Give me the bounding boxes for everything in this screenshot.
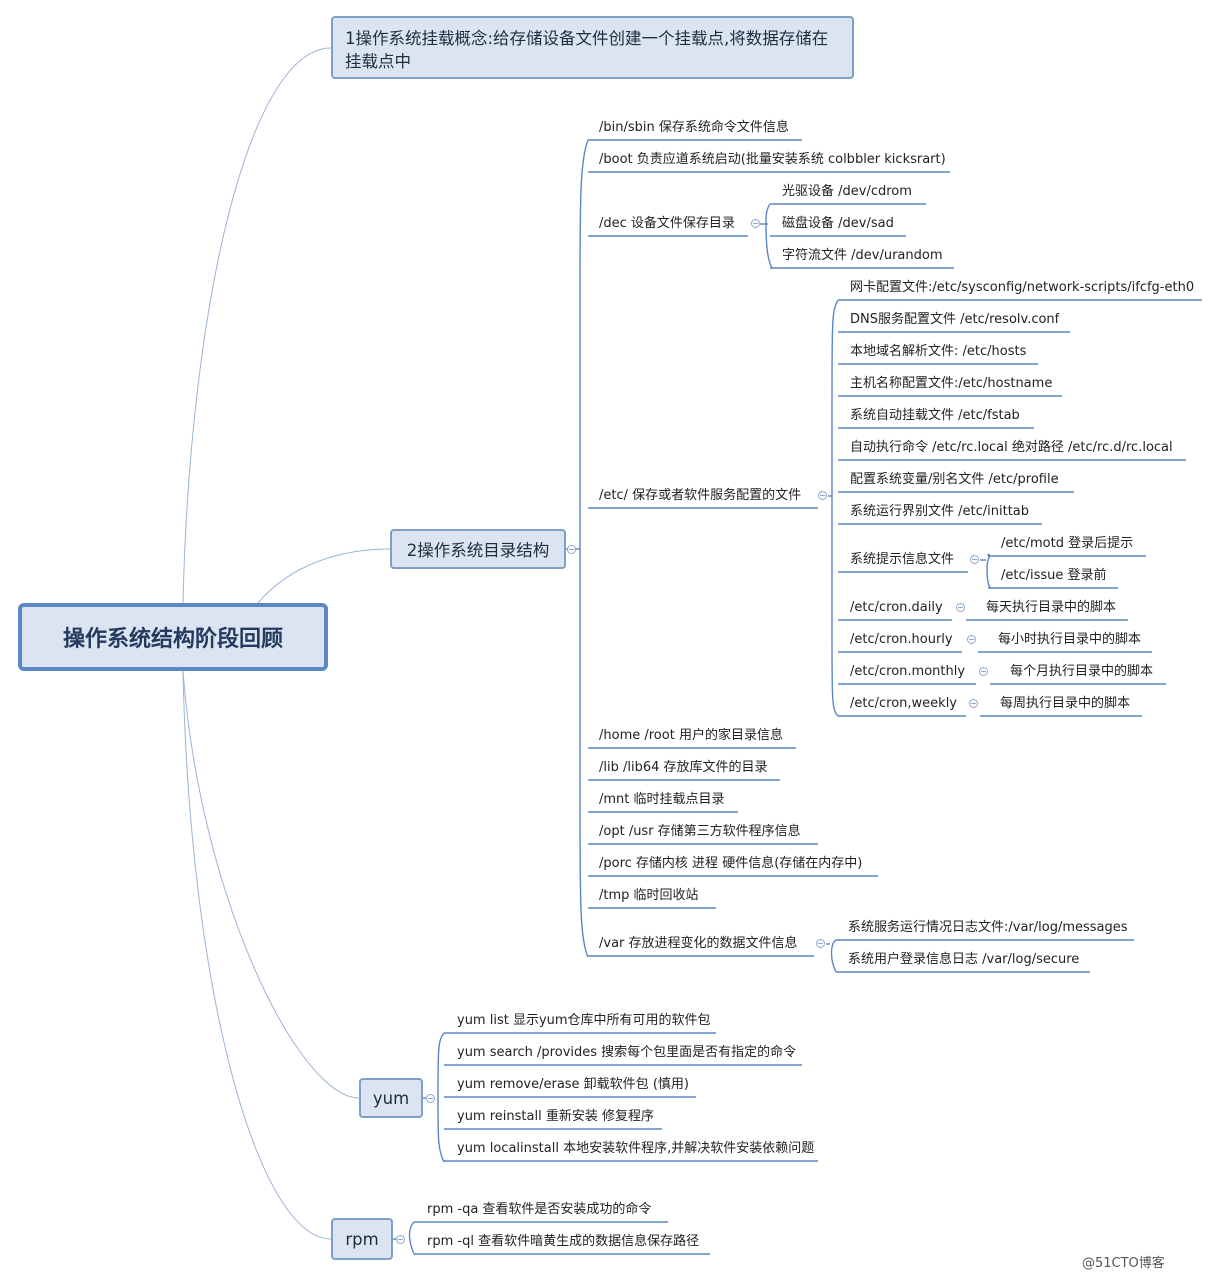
topic-rpm-title: rpm <box>345 1229 379 1249</box>
node-cron-monthly-desc[interactable]: 每个月执行目录中的脚本 <box>1010 664 1154 679</box>
node-cron-weekly-desc[interactable]: 每周执行目录中的脚本 <box>1000 696 1131 711</box>
node-etc-fstab[interactable]: 系统自动挂载文件 /etc/fstab <box>850 408 1020 423</box>
node-mnt[interactable]: /mnt 临时挂载点目录 <box>599 792 725 807</box>
root-title: 操作系统结构阶段回顾 <box>62 627 283 652</box>
node-cron-weekly[interactable]: /etc/cron,weekly <box>850 696 957 711</box>
topic-mount-concept-text: 1操作系统挂载概念:给存储设备文件创建一个挂载点,将数据存储在挂载点中 <box>345 29 829 71</box>
collapse-icon[interactable] <box>396 1235 405 1244</box>
node-cron-hourly[interactable]: /etc/cron.hourly <box>850 632 953 647</box>
node-dev-sad[interactable]: 磁盘设备 /dev/sad <box>782 216 894 231</box>
topic-directory-structure[interactable]: 2操作系统目录结构 <box>390 529 566 569</box>
collapse-icon[interactable] <box>970 555 979 564</box>
topic-rpm[interactable]: rpm <box>331 1218 393 1260</box>
collapse-icon[interactable] <box>567 545 576 554</box>
node-etc-rclocal[interactable]: 自动执行命令 /etc/rc.local 绝对路径 /etc/rc.d/rc.l… <box>850 440 1173 455</box>
root-topic[interactable]: 操作系统结构阶段回顾 <box>18 603 328 671</box>
node-dev[interactable]: /dec 设备文件保存目录 <box>599 216 735 231</box>
node-opt[interactable]: /opt /usr 存储第三方软件程序信息 <box>599 824 801 839</box>
watermark: @51CTO博客 <box>1082 1256 1165 1271</box>
node-etc-ifcfg[interactable]: 网卡配置文件:/etc/sysconfig/network-scripts/if… <box>850 280 1195 295</box>
topic-directory-structure-title: 2操作系统目录结构 <box>406 541 550 560</box>
node-etc-motd[interactable]: /etc/motd 登录后提示 <box>1001 536 1134 551</box>
node-yum-list[interactable]: yum list 显示yum仓库中所有可用的软件包 <box>457 1013 711 1028</box>
collapse-icon[interactable] <box>967 635 976 644</box>
node-tmp[interactable]: /tmp 临时回收站 <box>599 888 699 903</box>
node-var-messages[interactable]: 系统服务运行情况日志文件:/var/log/messages <box>848 920 1128 935</box>
collapse-icon[interactable] <box>426 1094 435 1103</box>
topic-mount-concept[interactable]: 1操作系统挂载概念:给存储设备文件创建一个挂载点,将数据存储在挂载点中 <box>331 16 854 79</box>
node-etc-resolv[interactable]: DNS服务配置文件 /etc/resolv.conf <box>850 312 1060 327</box>
node-yum-localinstall[interactable]: yum localinstall 本地安装软件程序,并解决软件安装依赖问题 <box>457 1141 815 1156</box>
node-etc-profile[interactable]: 配置系统变量/别名文件 /etc/profile <box>850 472 1059 487</box>
topic-yum[interactable]: yum <box>359 1078 423 1118</box>
node-rpm-qa[interactable]: rpm -qa 查看软件是否安装成功的命令 <box>427 1202 652 1217</box>
node-var[interactable]: /var 存放进程变化的数据文件信息 <box>599 936 798 951</box>
node-bin[interactable]: /bin/sbin 保存系统命令文件信息 <box>599 120 789 135</box>
node-etc-inittab[interactable]: 系统运行界别文件 /etc/inittab <box>850 504 1030 519</box>
node-etc-notice[interactable]: 系统提示信息文件 <box>850 552 955 567</box>
node-rpm-ql[interactable]: rpm -ql 查看软件暗黄生成的数据信息保存路径 <box>427 1234 700 1249</box>
node-etc-hostname[interactable]: 主机名称配置文件:/etc/hostname <box>850 376 1053 391</box>
node-home[interactable]: /home /root 用户的家目录信息 <box>599 728 783 743</box>
node-etc[interactable]: /etc/ 保存或者软件服务配置的文件 <box>599 488 802 503</box>
collapse-icon[interactable] <box>956 603 965 612</box>
collapse-icon[interactable] <box>751 219 760 228</box>
node-yum-search[interactable]: yum search /provides 搜索每个包里面是否有指定的命令 <box>457 1045 797 1060</box>
node-var-secure[interactable]: 系统用户登录信息日志 /var/log/secure <box>848 952 1080 967</box>
topic-yum-title: yum <box>372 1088 410 1108</box>
node-cron-hourly-desc[interactable]: 每小时执行目录中的脚本 <box>998 632 1142 647</box>
node-proc[interactable]: /porc 存储内核 进程 硬件信息(存储在内存中) <box>599 856 863 871</box>
collapse-icon[interactable] <box>816 939 825 948</box>
node-etc-issue[interactable]: /etc/issue 登录前 <box>1001 568 1107 583</box>
node-dev-cdrom[interactable]: 光驱设备 /dev/cdrom <box>782 184 912 199</box>
node-etc-hosts[interactable]: 本地域名解析文件: /etc/hosts <box>850 344 1027 359</box>
node-cron-monthly[interactable]: /etc/cron.monthly <box>850 664 966 679</box>
node-cron-daily[interactable]: /etc/cron.daily <box>850 600 943 615</box>
collapse-icon[interactable] <box>818 491 827 500</box>
node-yum-remove[interactable]: yum remove/erase 卸载软件包 (慎用) <box>457 1077 689 1092</box>
node-dev-urandom[interactable]: 字符流文件 /dev/urandom <box>782 248 943 263</box>
node-cron-daily-desc[interactable]: 每天执行目录中的脚本 <box>986 600 1117 615</box>
collapse-icon[interactable] <box>969 699 978 708</box>
node-lib[interactable]: /lib /lib64 存放库文件的目录 <box>599 760 768 775</box>
collapse-icon[interactable] <box>979 667 988 676</box>
node-yum-reinstall[interactable]: yum reinstall 重新安装 修复程序 <box>457 1109 654 1124</box>
node-boot[interactable]: /boot 负责应道系统启动(批量安装系统 colbbler kicksrart… <box>599 152 946 167</box>
